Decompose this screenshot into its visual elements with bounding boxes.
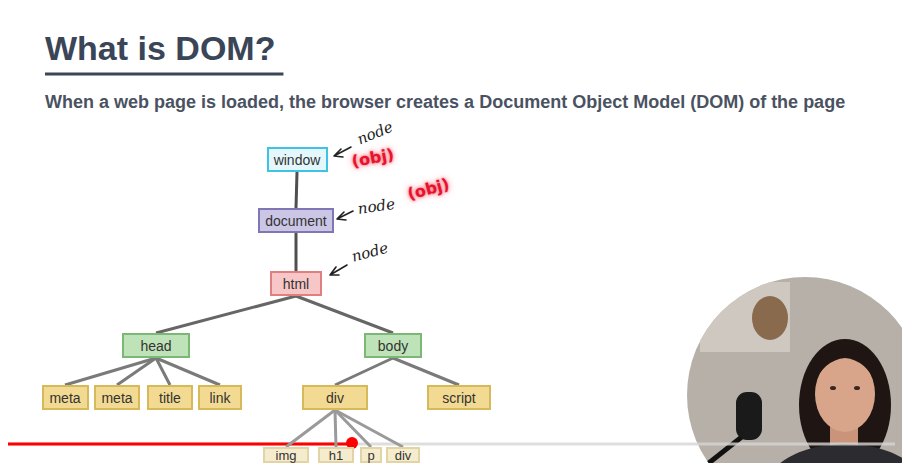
microphone bbox=[736, 392, 762, 440]
tree-link bbox=[335, 358, 393, 385]
element-node: h1 bbox=[318, 447, 354, 463]
tree-link bbox=[296, 172, 297, 208]
node-label: div bbox=[326, 391, 344, 405]
tree-link bbox=[286, 410, 335, 447]
tree-link bbox=[295, 233, 298, 271]
tree-link bbox=[335, 410, 371, 447]
node-label: body bbox=[378, 339, 408, 353]
handwritten-note: node bbox=[357, 196, 396, 218]
node-label: head bbox=[140, 339, 171, 353]
video-lamp bbox=[752, 296, 788, 340]
video-background bbox=[680, 270, 902, 463]
document-node: document bbox=[258, 208, 334, 233]
element-node: div bbox=[302, 385, 368, 410]
node-label: title bbox=[159, 391, 181, 405]
window-node: window bbox=[267, 147, 328, 172]
element-node: div bbox=[386, 447, 420, 463]
element-node: head bbox=[122, 333, 190, 358]
tree-link bbox=[335, 410, 336, 447]
handwritten-note: node bbox=[355, 119, 396, 149]
element-node: meta bbox=[42, 385, 89, 410]
tree-link bbox=[296, 296, 393, 333]
node-label: h1 bbox=[329, 449, 343, 462]
presenter-eye bbox=[830, 386, 836, 390]
presenter-hair-top bbox=[813, 344, 877, 385]
tree-link bbox=[156, 296, 296, 333]
element-node: html bbox=[270, 271, 322, 296]
handwritten-note: (obj) bbox=[350, 146, 395, 172]
hand-arrow bbox=[337, 211, 353, 220]
tree-link bbox=[335, 410, 403, 447]
element-node: body bbox=[364, 333, 422, 358]
node-label: p bbox=[367, 449, 374, 462]
node-label: link bbox=[209, 391, 230, 405]
tree-link bbox=[156, 358, 220, 385]
node-label: script bbox=[442, 391, 475, 405]
element-node: p bbox=[360, 447, 382, 463]
element-node: img bbox=[263, 447, 309, 463]
element-node: meta bbox=[94, 385, 140, 410]
node-label: html bbox=[283, 277, 309, 291]
handwritten-note: node bbox=[350, 240, 390, 266]
progress-track bbox=[8, 443, 895, 446]
presenter-video bbox=[680, 270, 902, 463]
progress-bar bbox=[8, 443, 352, 446]
element-node: title bbox=[147, 385, 193, 410]
presenter-shirt bbox=[765, 444, 902, 463]
tree-link bbox=[65, 358, 156, 385]
slide-subtitle: When a web page is loaded, the browser c… bbox=[45, 92, 845, 113]
node-label: window bbox=[274, 153, 321, 167]
element-node: link bbox=[198, 385, 242, 410]
slide-title: What is DOM? bbox=[45, 30, 275, 67]
node-label: document bbox=[265, 214, 326, 228]
node-label: img bbox=[276, 449, 297, 462]
video-wall-light bbox=[700, 282, 790, 352]
element-node: script bbox=[427, 385, 491, 410]
handwritten-note: (obj) bbox=[406, 175, 452, 204]
presenter-eye bbox=[854, 386, 860, 390]
node-label: meta bbox=[101, 391, 132, 405]
tree-link bbox=[117, 358, 156, 385]
hand-arrow bbox=[330, 265, 347, 275]
node-label: meta bbox=[49, 391, 80, 405]
tree-link bbox=[393, 358, 459, 385]
title-underline bbox=[45, 73, 283, 76]
node-label: div bbox=[395, 449, 412, 462]
hand-arrow bbox=[334, 147, 351, 157]
